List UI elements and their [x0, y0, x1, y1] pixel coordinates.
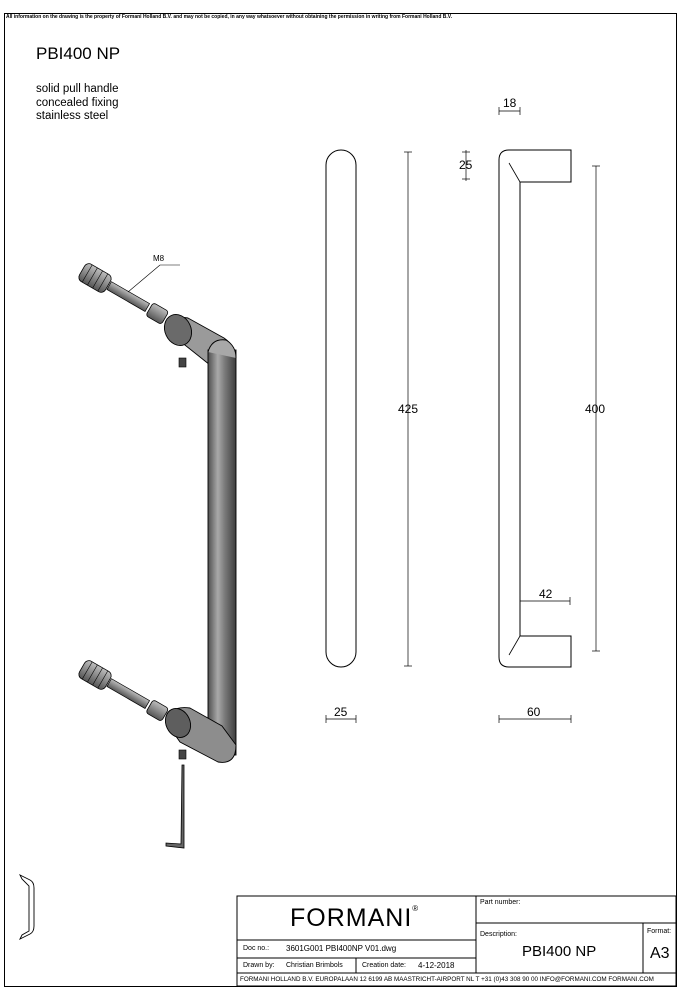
- doc-no-label: Doc no.:: [243, 945, 270, 952]
- bottom-fixing-set: [78, 660, 187, 760]
- thread-callout: M8: [153, 254, 165, 263]
- format-value: A3: [650, 945, 670, 962]
- dim-front-width: 25: [334, 705, 348, 719]
- handle-thumbnail: [18, 873, 35, 941]
- description-line-2: concealed fixing: [36, 96, 119, 109]
- allen-key: [165, 764, 185, 849]
- description-line-3: stainless steel: [36, 110, 109, 122]
- description-value: PBI400 NP: [522, 943, 597, 960]
- drawn-by-value: Christian Brimbols: [286, 962, 343, 969]
- logo-text: FORMANI: [290, 904, 413, 932]
- formani-logo: FORMANI®: [290, 904, 419, 933]
- front-view: [325, 149, 412, 723]
- format-label: Format:: [647, 928, 672, 935]
- part-number-label: Part number:: [480, 899, 521, 906]
- dim-projection: 60: [527, 705, 541, 719]
- product-description: solid pull handle concealed fixing stain…: [36, 83, 118, 124]
- creation-date-label: Creation date:: [362, 962, 406, 969]
- top-fixing-set: [78, 263, 187, 368]
- doc-no-value: 3601G001 PBI400NP V01.dwg: [286, 944, 397, 953]
- creation-date-value: 4-12-2018: [418, 961, 455, 970]
- logo-registered-mark: ®: [412, 904, 420, 913]
- handle-grip-bar: [207, 349, 237, 756]
- dim-side-wall: 18: [503, 96, 517, 110]
- isometric-handle-view: [78, 263, 237, 849]
- drawn-by-label: Drawn by:: [243, 962, 275, 969]
- description-label: Description:: [480, 931, 517, 938]
- title-block-lines: [236, 895, 677, 987]
- side-view: [462, 107, 600, 723]
- product-title: PBI400 NP: [36, 44, 121, 63]
- description-line-1: solid pull handle: [36, 83, 119, 95]
- copyright-notice: All information on the drawing is the pr…: [6, 14, 453, 20]
- dim-centre-distance: 400: [585, 402, 606, 416]
- dim-side-corner: 25: [459, 158, 473, 172]
- dim-front-length: 425: [398, 402, 419, 416]
- dim-inner-depth: 42: [539, 587, 553, 601]
- company-footer: FORMANI HOLLAND B.V. EUROPALAAN 12 6199 …: [240, 976, 654, 983]
